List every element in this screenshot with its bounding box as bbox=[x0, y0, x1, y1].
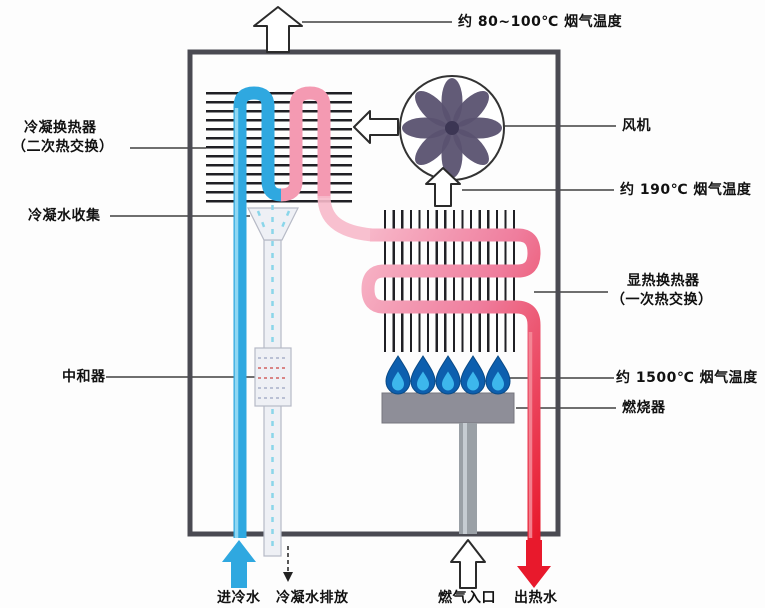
condensate-system bbox=[247, 205, 299, 557]
neutralizer-box bbox=[254, 347, 292, 407]
hot-out-arrow-icon bbox=[517, 540, 551, 588]
label-flue-out-temp: 约 80~100℃ 烟气温度 bbox=[458, 14, 623, 30]
label-condensate-drain: 冷凝水排放 bbox=[276, 590, 349, 606]
fan-blades-icon bbox=[402, 78, 502, 178]
flue-up-arrow-icon bbox=[425, 167, 461, 207]
condensing-coil bbox=[280, 86, 331, 202]
flue-left-arrow-icon bbox=[353, 110, 399, 144]
burner-flames bbox=[385, 355, 511, 395]
label-neutralizer: 中和器 bbox=[62, 369, 106, 385]
cold-in-arrow-icon bbox=[222, 540, 256, 588]
label-cold-in: 进冷水 bbox=[217, 590, 261, 606]
burner bbox=[381, 392, 515, 424]
label-primary-hx-line2: （一次热交换） bbox=[611, 292, 713, 308]
label-gas-in: 燃气入口 bbox=[438, 590, 496, 606]
condensate-funnel bbox=[247, 207, 299, 241]
label-cond-hx-line1: 冷凝换热器 bbox=[24, 120, 97, 136]
label-fan: 风机 bbox=[622, 118, 651, 134]
label-primary-hx-line1: 显热换热器 bbox=[627, 273, 700, 289]
condensate-drain-arrow-icon bbox=[283, 546, 293, 582]
heater-body-outline bbox=[187, 49, 561, 537]
coil-connector bbox=[317, 195, 373, 242]
label-flue-mid-temp: 约 190℃ 烟气温度 bbox=[620, 182, 752, 198]
label-flame-temp: 约 1500℃ 烟气温度 bbox=[616, 370, 758, 386]
label-cond-hx-line2: （二次热交换） bbox=[12, 139, 114, 155]
label-burner: 燃烧器 bbox=[622, 400, 666, 416]
cold-water-pipe bbox=[233, 86, 282, 538]
gas-in-arrow-icon bbox=[450, 539, 486, 589]
primary-coil bbox=[361, 228, 541, 544]
flue-out-arrow-icon bbox=[253, 6, 303, 53]
fan bbox=[399, 75, 505, 181]
label-hot-out: 出热水 bbox=[514, 590, 558, 606]
gas-pipe bbox=[459, 423, 477, 534]
label-condensate-collect: 冷凝水收集 bbox=[28, 208, 101, 224]
